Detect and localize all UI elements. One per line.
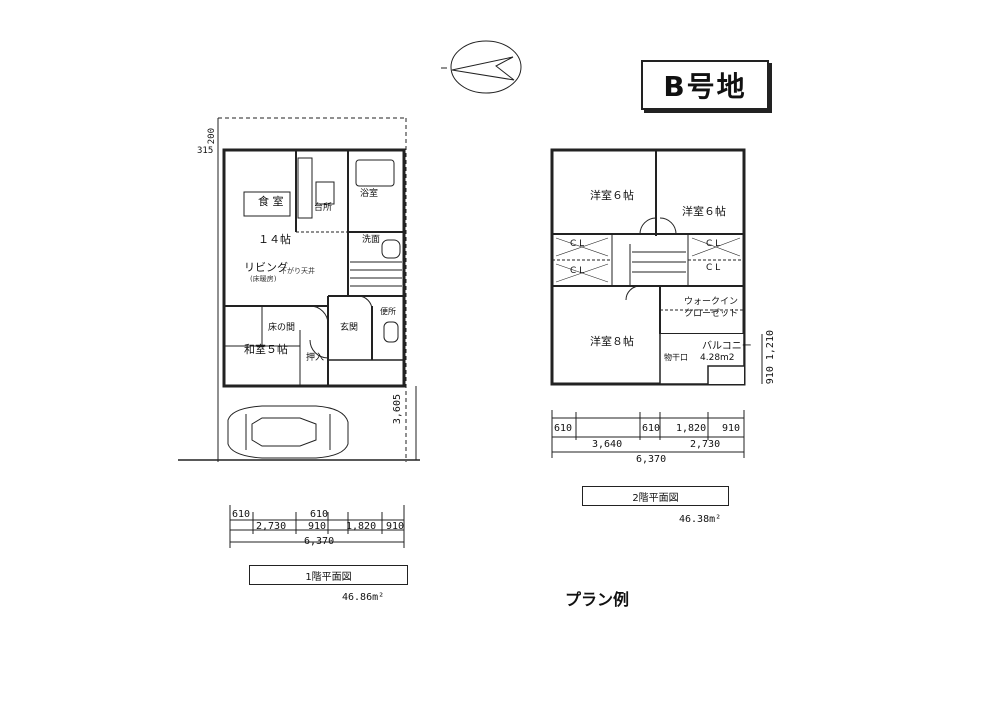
room-cl-1: C L <box>570 239 585 249</box>
floor2-outline <box>550 148 746 386</box>
dim-f1-left-top2: 200 <box>207 128 217 145</box>
dim-f1-610-a: 610 <box>232 509 251 520</box>
room-balcony-area: 4.28m2 <box>700 353 735 363</box>
room-toilet: 便所 <box>380 307 396 316</box>
dim-f2-2730: 2,730 <box>690 439 721 450</box>
north-arrow-icon <box>451 56 515 81</box>
dim-f2-3640: 3,640 <box>592 439 623 450</box>
floor1-area: 46.86m² <box>342 592 385 603</box>
room-cl-2: C L <box>570 266 585 276</box>
dim-f1-910-b: 910 <box>386 521 405 532</box>
dim-f1-610-b: 610 <box>310 509 329 520</box>
plan-example-title: プラン例 <box>565 590 630 609</box>
floor1-caption: 1階平面図 <box>249 565 408 585</box>
room-bath: 浴室 <box>360 189 379 199</box>
room-walkin-closet: クローゼット <box>684 309 739 319</box>
room-kitchen: 台所 <box>314 203 333 213</box>
room-closet: 押入 <box>306 353 325 363</box>
room-entrance: 玄関 <box>340 323 359 333</box>
lot-label: B号地 <box>641 60 769 110</box>
living-floor-heating: (床暖房) <box>250 275 277 283</box>
room-bedroom-3: 洋室８帖 <box>590 335 634 348</box>
room-bedroom-1: 洋室６帖 <box>590 189 634 202</box>
room-living: リビング <box>244 261 288 274</box>
dim-f1-1820: 1,820 <box>346 521 377 532</box>
north-arrow-circle <box>450 40 522 94</box>
room-japanese: 和室５帖 <box>244 343 288 356</box>
room-drying-door: 物干口 <box>664 353 688 362</box>
room-balcony: バルコニー <box>702 341 752 352</box>
dim-f2-610-b: 610 <box>642 423 661 434</box>
floor1-outline <box>222 148 406 388</box>
lowered-ceiling-note: 下がり天井 <box>280 267 315 275</box>
dim-f2-610-a: 610 <box>554 423 573 434</box>
floor2-area: 46.38m² <box>679 514 722 525</box>
floor2-caption: 2階平面図 <box>582 486 729 506</box>
dim-f1-910-a: 910 <box>308 521 327 532</box>
room-washroom: 洗面 <box>362 235 381 245</box>
dim-f1-total: 6,370 <box>304 536 335 547</box>
dim-f2-total: 6,370 <box>636 454 667 465</box>
room-cl-4: C L <box>706 263 721 273</box>
dim-f1-left-top: 315 <box>197 146 214 156</box>
dim-f2-910: 910 <box>722 423 741 434</box>
car-icon <box>227 405 349 459</box>
room-walkin: ウォークイン <box>684 297 739 307</box>
room-bedroom-2: 洋室６帖 <box>682 205 726 218</box>
dim-f1-2730: 2,730 <box>256 521 287 532</box>
dim-f1-right: 3,605 <box>392 394 403 425</box>
room-14-tatami: １４帖 <box>258 233 291 246</box>
room-dining: 食 室 <box>258 195 284 208</box>
room-tokonoma: 床の間 <box>268 323 296 333</box>
room-cl-3: C L <box>706 239 721 249</box>
dim-f2-1820: 1,820 <box>676 423 707 434</box>
dim-f2-right: 910 1,210 <box>765 330 776 385</box>
